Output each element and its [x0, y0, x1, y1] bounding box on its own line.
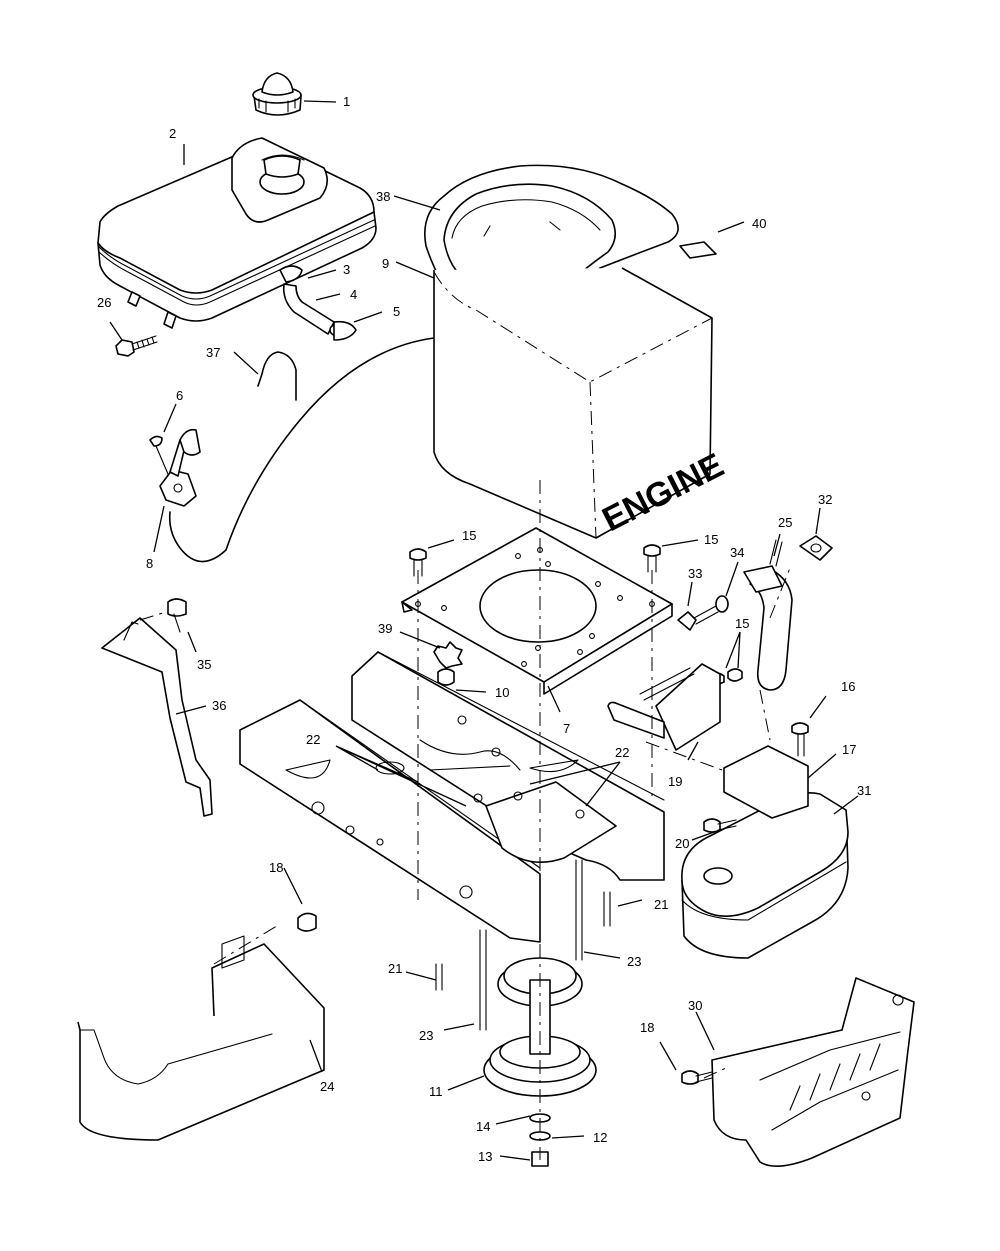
- tank-bolt: [115, 335, 158, 357]
- fuel-line-clamps: [279, 265, 357, 341]
- callout-35: 35: [197, 657, 211, 672]
- callout-32: 32: [818, 492, 832, 507]
- callout-18a: 18: [269, 860, 283, 875]
- callout-20: 20: [675, 836, 689, 851]
- callout-1: 1: [343, 94, 350, 109]
- callout-10: 10: [495, 685, 509, 700]
- callout-30: 30: [688, 998, 702, 1013]
- callout-6: 6: [176, 388, 183, 403]
- heat-shield-bracket: [607, 663, 721, 751]
- callout-4: 4: [350, 287, 357, 302]
- callout-19: 19: [668, 774, 682, 789]
- callout-14: 14: [476, 1119, 490, 1134]
- callout-21a: 21: [654, 897, 668, 912]
- callout-23a: 23: [627, 954, 641, 969]
- callout-39: 39: [378, 621, 392, 636]
- callout-18b: 18: [640, 1020, 654, 1035]
- chassis-frame: [239, 651, 665, 943]
- callout-5: 5: [393, 304, 400, 319]
- muffler-bracket: [703, 722, 809, 833]
- engine-mounting-plate: [401, 527, 673, 695]
- callout-22b: 22: [615, 745, 629, 760]
- callout-2: 2: [169, 126, 176, 141]
- callout-22a: 22: [306, 732, 320, 747]
- callout-7: 7: [563, 721, 570, 736]
- pulley-bolts-spacers: [435, 859, 611, 1031]
- callout-26: 26: [97, 295, 111, 310]
- engine-block: ENGINE: [433, 267, 730, 539]
- callout-13: 13: [478, 1149, 492, 1164]
- callout-15c: 15: [735, 616, 749, 631]
- belt-guard: [77, 912, 325, 1141]
- engine-wedge: [679, 241, 717, 259]
- muffler: [681, 792, 849, 959]
- callout-11: 11: [429, 1084, 443, 1099]
- callout-31: 31: [857, 783, 871, 798]
- callout-36: 36: [212, 698, 226, 713]
- fuel-tank: [97, 137, 377, 329]
- callout-25: 25: [778, 515, 792, 530]
- callout-24: 24: [320, 1079, 334, 1094]
- leader-lines: [109, 100, 859, 1161]
- fuel-cap: [252, 72, 302, 116]
- callout-38: 38: [376, 189, 390, 204]
- alignment-lines: [139, 480, 791, 1160]
- callout-labels: 1 2 3 4 5 6 7 8 9 10 11 12 13 14 15 15 1…: [97, 94, 871, 1164]
- callout-37: 37: [206, 345, 220, 360]
- callout-17: 17: [842, 742, 856, 757]
- callout-15b: 15: [704, 532, 718, 547]
- washer-and-nut: [433, 641, 463, 686]
- callout-21b: 21: [388, 961, 402, 976]
- exhaust-pipe-parts: [677, 535, 833, 691]
- side-bracket: [101, 598, 213, 817]
- callout-16: 16: [841, 679, 855, 694]
- callout-8: 8: [146, 556, 153, 571]
- callout-9: 9: [382, 256, 389, 271]
- callout-12: 12: [593, 1130, 607, 1145]
- callout-23b: 23: [419, 1028, 433, 1043]
- callout-33: 33: [688, 566, 702, 581]
- callout-40: 40: [752, 216, 766, 231]
- throttle-control: [149, 337, 435, 563]
- callout-34: 34: [730, 545, 744, 560]
- heat-shield-cover: [681, 977, 915, 1167]
- callout-3: 3: [343, 262, 350, 277]
- callout-15a: 15: [462, 528, 476, 543]
- retaining-wire: [257, 351, 297, 401]
